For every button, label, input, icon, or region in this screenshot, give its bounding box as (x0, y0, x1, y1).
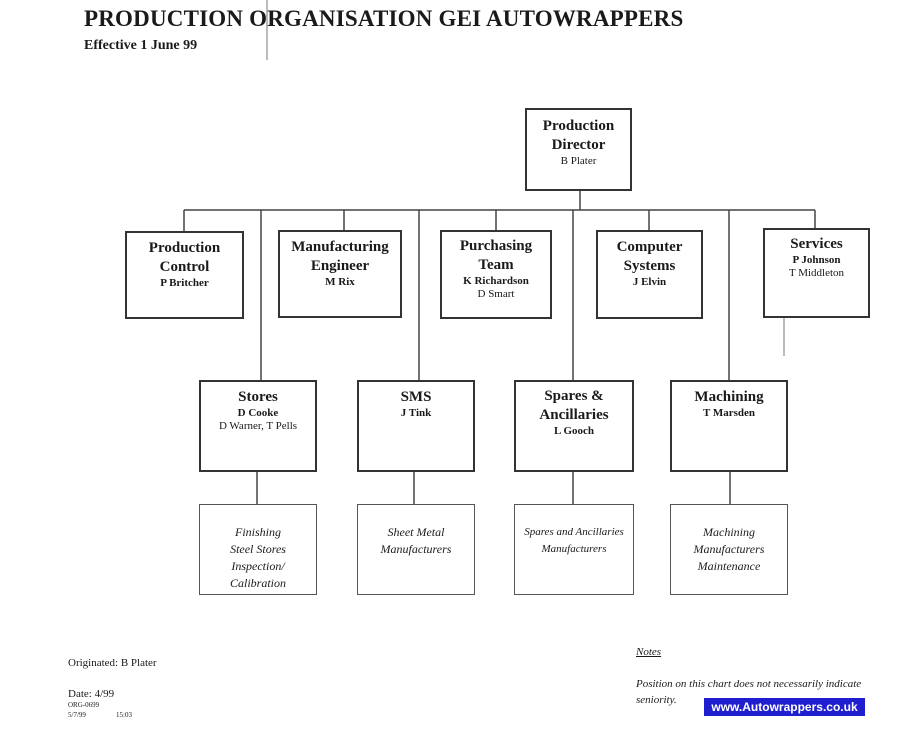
spares-ancillaries-box: Spares & Ancillaries L Gooch (514, 380, 634, 472)
computer-systems-box: Computer Systems J Elvin (596, 230, 703, 319)
director-name: B Plater (560, 155, 597, 167)
department-person: T Middleton (788, 267, 845, 279)
function-line: Steel Stores (230, 542, 286, 556)
unit-person: D Warner, T Pells (218, 420, 298, 432)
function-line: Maintenance (697, 559, 761, 573)
department-title: Engineer (310, 258, 370, 274)
function-line: Sheet Metal (387, 525, 445, 539)
department-person: P Johnson (792, 254, 841, 266)
department-title: Computer (616, 239, 683, 255)
department-person: J Elvin (632, 276, 667, 288)
department-title: Production (148, 240, 221, 256)
function-line: Machining (703, 525, 755, 539)
page-title: PRODUCTION ORGANISATION GEI AUTOWRAPPERS (84, 6, 684, 31)
unit-person: T Marsden (702, 407, 756, 419)
unit-title: Stores (238, 389, 278, 405)
document-reference: ORG-0699 (68, 701, 100, 709)
unit-title: SMS (400, 389, 432, 405)
department-person: M Rix (325, 276, 355, 288)
department-title: Services (790, 236, 843, 252)
sms-box: SMS J Tink (357, 380, 475, 472)
website-link[interactable]: www.Autowrappers.co.uk (704, 698, 865, 716)
unit-title: Spares & (544, 388, 604, 404)
spares-functions-box: Spares and Ancillaries Manufacturers (514, 504, 634, 595)
director-title-line1: Production (542, 118, 615, 134)
function-line: Finishing (234, 525, 281, 539)
production-director-box: Production Director B Plater (525, 108, 632, 191)
function-line: Inspection/ (231, 559, 285, 573)
department-person: K Richardson (463, 275, 529, 287)
effective-date: Effective 1 June 99 (84, 38, 198, 53)
purchasing-team-box: Purchasing Team K Richardson D Smart (440, 230, 552, 319)
stores-functions-box: Finishing Steel Stores Inspection/ Calib… (199, 504, 317, 595)
director-title-line2: Director (551, 137, 606, 153)
function-line: Calibration (229, 576, 286, 590)
notes-text: Position on this chart does not necessar… (636, 678, 862, 706)
function-line: Manufacturers (380, 542, 452, 556)
unit-title: Machining (694, 389, 764, 405)
unit-person: J Tink (400, 407, 432, 419)
function-line: Manufacturers (693, 542, 765, 556)
department-title: Purchasing (459, 238, 533, 254)
originated-by: Originated: B Plater (68, 657, 157, 669)
department-person: D Smart (477, 288, 515, 300)
unit-person: D Cooke (237, 407, 279, 419)
department-title: Systems (623, 258, 676, 274)
document-date: Date: 4/99 (68, 688, 115, 700)
department-title: Team (478, 257, 514, 273)
department-title: Control (159, 259, 210, 275)
manufacturing-engineer-box: Manufacturing Engineer M Rix (278, 230, 402, 318)
unit-person: L Gooch (553, 425, 595, 437)
stores-box: Stores D Cooke D Warner, T Pells (199, 380, 317, 472)
department-title: Manufacturing (291, 239, 389, 255)
machining-box: Machining T Marsden (670, 380, 788, 472)
reference-date: 5/7/99 (68, 711, 86, 719)
department-person: P Britcher (160, 277, 209, 289)
notes-heading: Notes (636, 646, 662, 658)
machining-functions-box: Machining Manufacturers Maintenance (670, 504, 788, 595)
reference-time: 15:03 (116, 711, 132, 719)
unit-title: Ancillaries (539, 407, 609, 423)
function-line: Manufacturers (541, 543, 607, 555)
production-control-box: Production Control P Britcher (125, 231, 244, 319)
function-line: Spares and Ancillaries (524, 526, 624, 538)
sms-functions-box: Sheet Metal Manufacturers (357, 504, 475, 595)
services-box: Services P Johnson T Middleton (763, 228, 870, 318)
